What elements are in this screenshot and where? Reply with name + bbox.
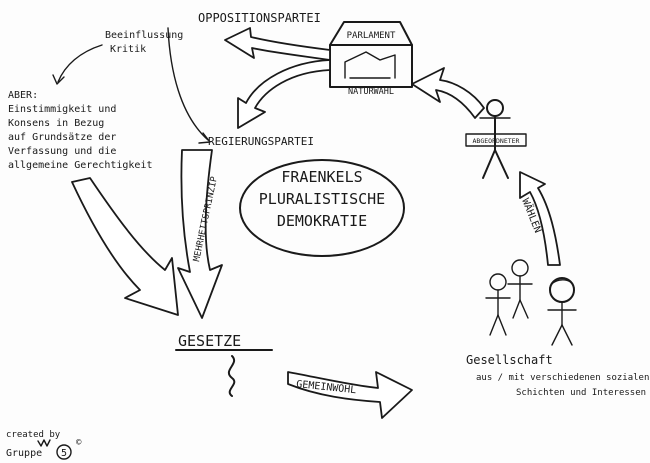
gesellschaft-line3: Schichten und Interessen	[516, 388, 646, 398]
center-ellipse	[239, 159, 405, 257]
line-kritik-arrowhead	[52, 74, 65, 85]
crown-icon	[37, 439, 51, 447]
aber-note: ABER: Einstimmigkeit und Konsens in Bezu…	[8, 90, 153, 171]
group-number: 5	[61, 448, 67, 459]
arrow-waehlen	[519, 171, 561, 266]
abgeordneter-label: ABGEORDNETER	[473, 137, 520, 145]
regierung-label: REGIERUNGSPARTEI	[208, 135, 314, 148]
beeinflussung-label: Beeinflussung	[105, 30, 183, 41]
svg-text:auf Grundsätze der: auf Grundsätze der	[8, 132, 116, 143]
arrow-gemeinwohl	[287, 371, 413, 419]
abgeordneter-figure-icon	[465, 99, 527, 179]
center-title-line2: PLURALISTISCHE	[259, 190, 385, 208]
credit-line1: created by	[6, 430, 61, 440]
svg-text:Konsens in Bezug: Konsens in Bezug	[8, 118, 104, 129]
arrow-aber-to-gesetze	[71, 177, 179, 316]
copyright-mark: ©	[76, 438, 82, 448]
line-opposition-arrowhead	[198, 132, 211, 144]
svg-text:allgemeine Gerechtigkeit: allgemeine Gerechtigkeit	[8, 160, 153, 171]
natur-wahl-label: NATURWAHL	[348, 87, 394, 97]
opposition-label: OPPOSITIONSPARTEI	[198, 11, 321, 25]
parliament-label: PARLAMENT	[347, 31, 396, 41]
gesellschaft-line2: aus / mit verschiedenen sozialen	[476, 373, 649, 383]
svg-text:Einstimmigkeit und: Einstimmigkeit und	[8, 104, 116, 115]
arrow-mehrheitsprinzip	[177, 149, 223, 319]
gesellschaft-label: Gesellschaft	[466, 353, 553, 367]
center-title-line1: FRAENKELS	[281, 168, 362, 186]
arrow-parliament-to-regierung	[237, 59, 331, 129]
society-figures-icon	[485, 259, 577, 346]
line-kritik-aber	[57, 44, 103, 83]
credit-line2: Gruppe	[6, 448, 42, 459]
arrow-parliament-to-opposition	[224, 27, 331, 61]
kritik-label: Kritik	[110, 44, 146, 55]
svg-text:ABER:: ABER:	[8, 90, 38, 101]
center-title-line3: DEMOKRATIE	[277, 212, 367, 230]
line-opposition-regierung	[167, 27, 209, 141]
svg-text:Verfassung und die: Verfassung und die	[8, 146, 116, 157]
gesetze-label: GESETZE	[178, 332, 241, 350]
gesetze-paragraph-icon	[227, 355, 236, 397]
group-number-circle	[56, 444, 72, 460]
arrow-abgeordneter-to-parliament	[411, 67, 485, 119]
